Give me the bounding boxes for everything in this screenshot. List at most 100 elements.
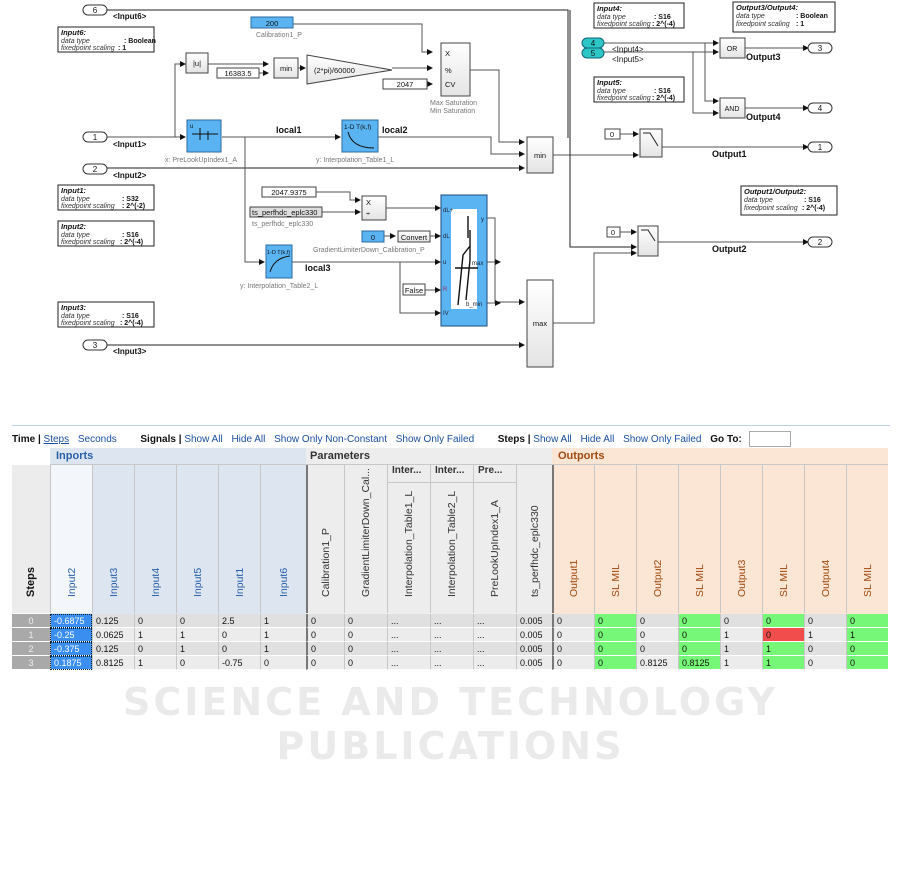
- value-cell[interactable]: -0.75: [218, 656, 260, 670]
- value-cell[interactable]: 0: [720, 614, 762, 628]
- value-cell[interactable]: ...: [430, 628, 473, 642]
- gain-block[interactable]: (2*pi)/60000: [306, 54, 393, 85]
- step-cell[interactable]: 0: [12, 614, 50, 628]
- value-cell[interactable]: 0: [218, 628, 260, 642]
- gradient-limiter-calibration-block[interactable]: 0 GradientLimiterDown_Calibration_P: [313, 230, 425, 254]
- value-cell[interactable]: 0: [176, 656, 218, 670]
- sl-mil-result-cell[interactable]: 0: [846, 656, 888, 670]
- column-header-input4[interactable]: Input4: [134, 465, 176, 613]
- column-header-input6[interactable]: Input6: [260, 465, 306, 613]
- const-20479375-block[interactable]: 2047.9375: [261, 186, 317, 198]
- switch2-const[interactable]: 0: [606, 226, 621, 238]
- value-cell[interactable]: 1: [720, 656, 762, 670]
- false-constant-block[interactable]: False: [402, 283, 426, 296]
- param-subgroup-header[interactable]: Pre...: [473, 465, 516, 483]
- column-header-input5[interactable]: Input5: [176, 465, 218, 613]
- sl-mil-result-cell[interactable]: 1: [762, 642, 804, 656]
- value-cell[interactable]: 0: [306, 642, 344, 656]
- outport-3[interactable]: 3 Output3: [746, 42, 833, 62]
- inport-5[interactable]: 5 <Input5>: [581, 47, 644, 64]
- and-block[interactable]: AND: [719, 97, 746, 119]
- sl-mil-result-cell[interactable]: 0: [678, 628, 720, 642]
- rate-limiter-subsystem[interactable]: dL+ dL u R IV y max b_min: [440, 194, 488, 327]
- prelookup-block[interactable]: u x: PreLookUpIndex1_A: [165, 119, 237, 164]
- switch1-block[interactable]: [639, 128, 663, 158]
- column-header-output4[interactable]: Output4: [804, 465, 846, 613]
- value-cell[interactable]: 1: [134, 628, 176, 642]
- steps-show-all-link[interactable]: Show All: [533, 433, 572, 445]
- value-cell[interactable]: 1: [176, 642, 218, 656]
- value-cell[interactable]: 0.005: [516, 656, 552, 670]
- column-header-input2[interactable]: Input2: [50, 465, 92, 613]
- value-cell[interactable]: 1: [260, 614, 306, 628]
- column-header-output1[interactable]: Output1: [552, 465, 594, 613]
- column-header-calibration1-p[interactable]: Calibration1_P: [306, 465, 344, 613]
- value-cell[interactable]: 1: [720, 628, 762, 642]
- interp-table2-block[interactable]: 1-D T(k,f) y: Interpolation_Table2_L: [240, 244, 318, 290]
- outport-4[interactable]: 4 Output4: [746, 102, 833, 122]
- column-header-prelookupindex1-a[interactable]: PreLookUpIndex1_A: [473, 483, 516, 613]
- value-cell[interactable]: 0: [260, 656, 306, 670]
- time-seconds-link[interactable]: Seconds: [77, 433, 117, 445]
- value-cell[interactable]: ...: [473, 628, 516, 642]
- inport-2[interactable]: 2 <Input2>: [82, 163, 147, 180]
- value-cell[interactable]: 0.125: [92, 642, 134, 656]
- sl-mil-result-cell[interactable]: 1: [762, 656, 804, 670]
- value-cell[interactable]: 1: [260, 628, 306, 642]
- sl-mil-result-cell[interactable]: 0: [846, 614, 888, 628]
- value-cell[interactable]: 0.8125: [92, 656, 134, 670]
- inport-1[interactable]: 1 <Input1>: [82, 131, 147, 149]
- min2-block[interactable]: min: [526, 136, 554, 174]
- value-cell[interactable]: ...: [387, 642, 430, 656]
- sl-mil-result-cell[interactable]: 0: [594, 614, 636, 628]
- sl-mil-result-cell[interactable]: 0: [594, 642, 636, 656]
- value-cell[interactable]: 0.005: [516, 642, 552, 656]
- value-cell[interactable]: -0.25: [50, 628, 92, 642]
- sl-mil-result-cell[interactable]: 0: [762, 628, 804, 642]
- min1-block[interactable]: min: [273, 57, 299, 79]
- step-cell[interactable]: 1: [12, 628, 50, 642]
- column-header-interpolation-table1-l[interactable]: Interpolation_Table1_L: [387, 483, 430, 613]
- steps-show-failed-link[interactable]: Show Only Failed: [623, 433, 702, 445]
- switch2-block[interactable]: [637, 225, 659, 257]
- sl-mil-result-cell[interactable]: 0: [762, 614, 804, 628]
- value-cell[interactable]: 0: [804, 614, 846, 628]
- sl-mil-result-cell[interactable]: 0: [678, 642, 720, 656]
- value-cell[interactable]: 0: [552, 614, 594, 628]
- max-block[interactable]: max: [526, 279, 554, 368]
- ts-parameter-block[interactable]: ts_perfhdc_eplc330 ts_perfhdc_eplc330: [249, 206, 323, 228]
- value-cell[interactable]: 0.8125: [636, 656, 678, 670]
- sl-mil-result-cell[interactable]: 0.8125: [678, 656, 720, 670]
- calibration1-block[interactable]: 200 Calibration1_P: [250, 16, 302, 39]
- sl-mil-result-cell[interactable]: 0: [594, 656, 636, 670]
- column-header-gradientlimiterdown-cal[interactable]: GradientLimiterDown_Cal...: [344, 465, 387, 613]
- value-cell[interactable]: 0: [306, 656, 344, 670]
- goto-step-input[interactable]: [748, 431, 791, 447]
- value-cell[interactable]: 0: [344, 628, 387, 642]
- param-subgroup-header[interactable]: Inter...: [430, 465, 473, 483]
- sl-mil-result-cell[interactable]: 1: [846, 628, 888, 642]
- signals-show-all-link[interactable]: Show All: [184, 433, 223, 445]
- switch1-const[interactable]: 0: [604, 128, 621, 140]
- abs-block[interactable]: |u|: [185, 52, 209, 74]
- value-cell[interactable]: 0.1875: [50, 656, 92, 670]
- value-cell[interactable]: ...: [387, 628, 430, 642]
- value-cell[interactable]: 0: [636, 628, 678, 642]
- value-cell[interactable]: 0: [552, 642, 594, 656]
- value-cell[interactable]: 0: [344, 656, 387, 670]
- column-header-input1[interactable]: Input1: [218, 465, 260, 613]
- value-cell[interactable]: 0: [306, 614, 344, 628]
- value-cell[interactable]: 0.125: [92, 614, 134, 628]
- value-cell[interactable]: ...: [473, 642, 516, 656]
- column-header-input3[interactable]: Input3: [92, 465, 134, 613]
- value-cell[interactable]: 0: [134, 614, 176, 628]
- value-cell[interactable]: 1: [260, 642, 306, 656]
- value-cell[interactable]: 0: [552, 656, 594, 670]
- value-cell[interactable]: 0.005: [516, 614, 552, 628]
- value-cell[interactable]: ...: [387, 656, 430, 670]
- value-cell[interactable]: 2.5: [218, 614, 260, 628]
- value-cell[interactable]: 0.005: [516, 628, 552, 642]
